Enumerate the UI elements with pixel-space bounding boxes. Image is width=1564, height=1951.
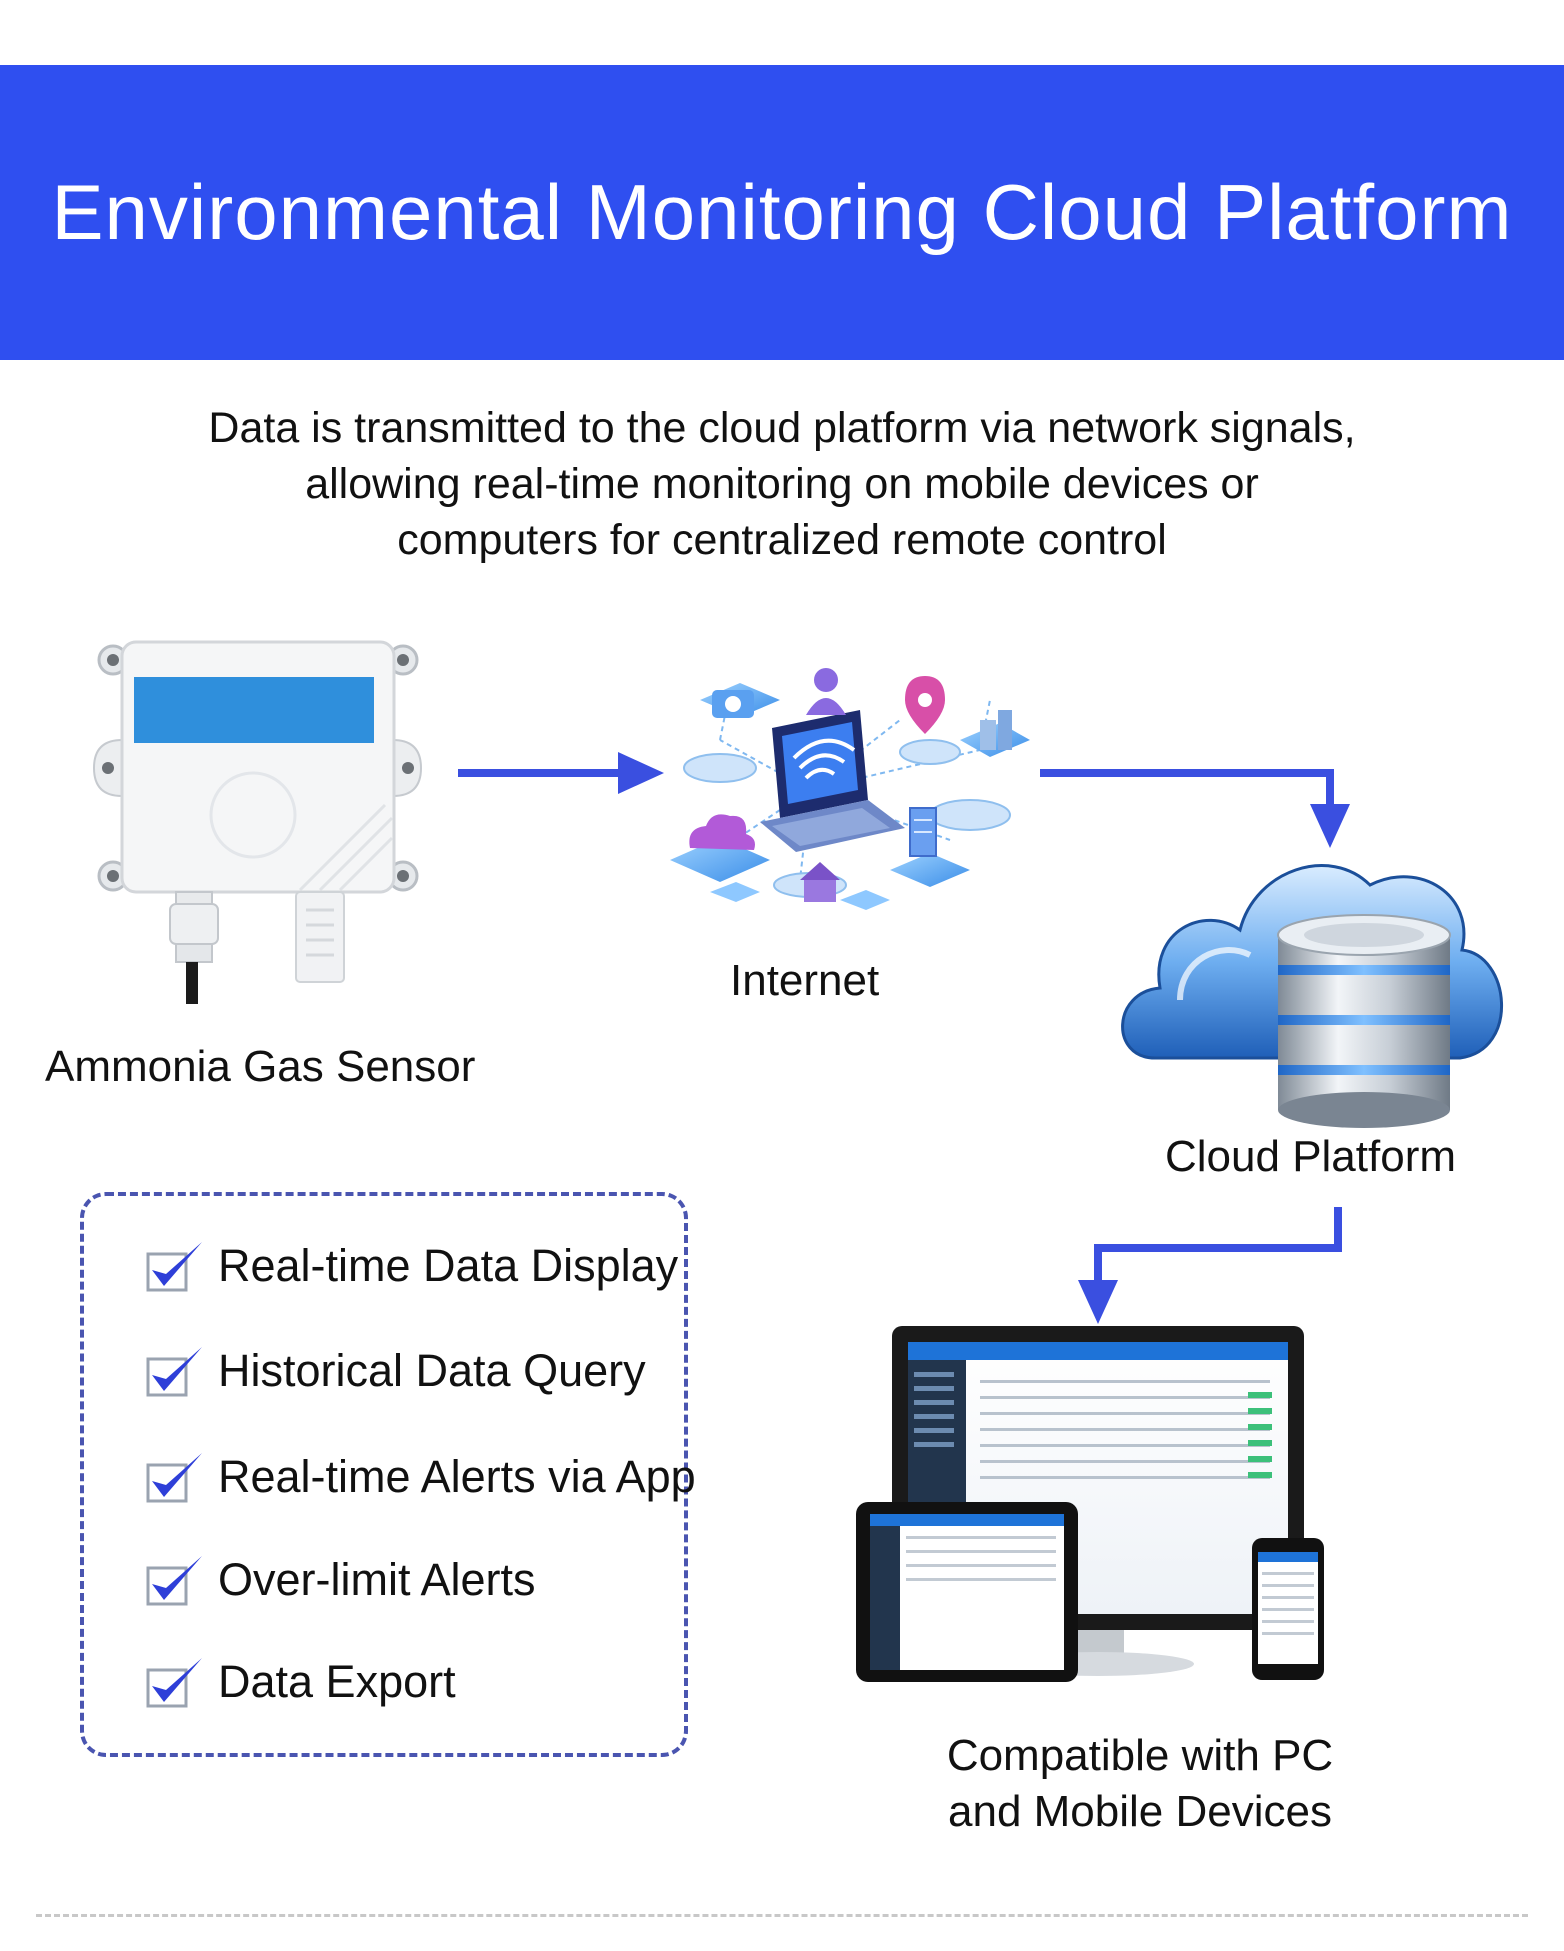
feature-label: Data Export	[218, 1656, 456, 1707]
cloud-platform-illustration	[1121, 864, 1504, 1128]
arrow-internet-to-cloud	[1040, 769, 1350, 848]
internet-label: Internet	[730, 956, 880, 1005]
internet-network-illustration	[670, 668, 1030, 910]
devices-illustration	[856, 1326, 1324, 1682]
feature-label: Real-time Alerts via App	[218, 1451, 696, 1502]
feature-item: Real-time Alerts via App	[144, 1447, 696, 1507]
arrow-cloud-to-devices	[1078, 1207, 1342, 1324]
feature-item: Real-time Data Display	[144, 1236, 678, 1296]
cloud-platform-label: Cloud Platform	[1165, 1132, 1457, 1181]
arrow-sensor-to-internet	[458, 752, 664, 794]
bottom-divider	[36, 1914, 1528, 1917]
feature-list: Real-time Data Display Historical Data Q…	[80, 1192, 696, 1757]
checkbox-check-icon	[146, 1556, 202, 1606]
intro-line: computers for centralized remote control	[397, 516, 1167, 564]
checkbox-check-icon	[146, 1453, 202, 1503]
devices-label-line: Compatible with PC	[946, 1731, 1334, 1780]
feature-item: Over-limit Alerts	[144, 1550, 536, 1610]
header-banner: Environmental Monitoring Cloud Platform	[0, 65, 1564, 360]
feature-item: Historical Data Query	[144, 1341, 646, 1401]
checkbox-check-icon	[146, 1658, 202, 1708]
feature-item: Data Export	[144, 1652, 456, 1712]
devices-label-line: and Mobile Devices	[948, 1787, 1332, 1836]
page-title: Environmental Monitoring Cloud Platform	[51, 168, 1513, 256]
intro-line: Data is transmitted to the cloud platfor…	[208, 404, 1356, 452]
checkbox-check-icon	[146, 1242, 202, 1292]
feature-label: Real-time Data Display	[218, 1240, 679, 1291]
ammonia-sensor-illustration	[92, 640, 423, 1004]
devices-label: Compatible with PC and Mobile Devices	[900, 1728, 1380, 1840]
intro-text: Data is transmitted to the cloud platfor…	[100, 400, 1464, 568]
checkbox-check-icon	[146, 1347, 202, 1397]
intro-line: allowing real-time monitoring on mobile …	[305, 460, 1259, 508]
feature-label: Over-limit Alerts	[218, 1554, 536, 1605]
feature-label: Historical Data Query	[218, 1345, 646, 1396]
sensor-label: Ammonia Gas Sensor	[45, 1042, 476, 1091]
